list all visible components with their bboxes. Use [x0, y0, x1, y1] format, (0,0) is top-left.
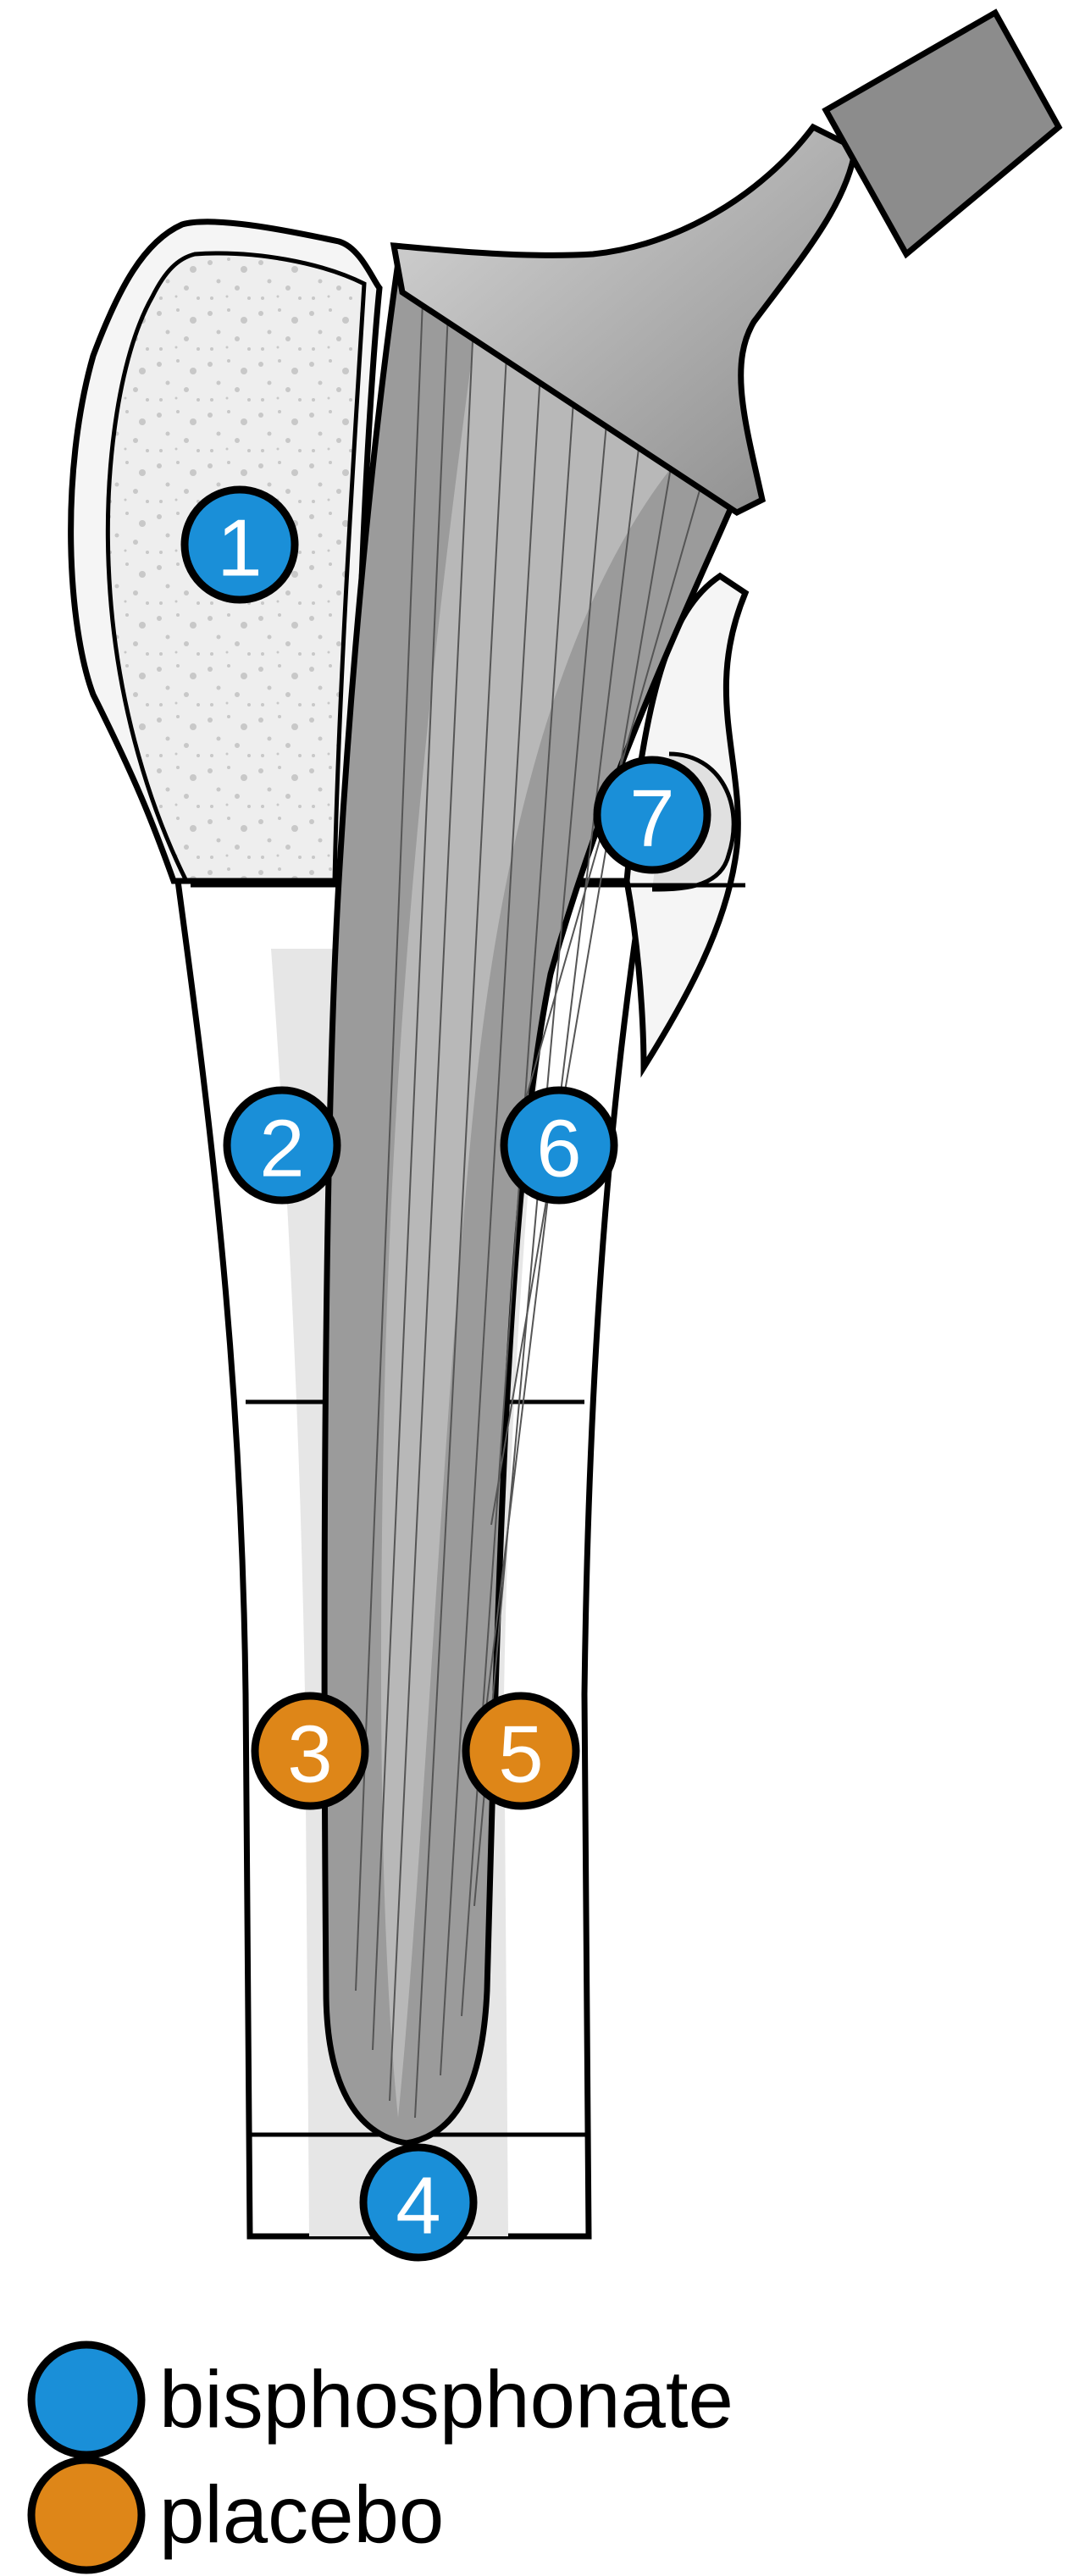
- zone-marker-3-circle: [251, 1692, 369, 1810]
- zone-marker-4: 4: [359, 2143, 478, 2262]
- zone-marker-4-circle: [359, 2143, 478, 2262]
- trunnion-head: [822, 8, 1063, 259]
- zone-marker-6-circle: [500, 1086, 618, 1205]
- zone-marker-3: 3: [251, 1692, 369, 1810]
- zone-marker-2: 2: [223, 1086, 341, 1205]
- zone-marker-1-circle: [180, 485, 299, 604]
- zone-marker-2-label: 2: [259, 1104, 304, 1194]
- legend-label-placebo: placebo: [159, 2470, 444, 2561]
- zone-marker-3-label: 3: [287, 1709, 332, 1800]
- legend: bisphosphonate placebo: [27, 2341, 733, 2574]
- zone-marker-5-label: 5: [498, 1709, 543, 1800]
- legend-swatch-bisphosphonate: [27, 2341, 146, 2459]
- zone-marker-6-label: 6: [536, 1104, 581, 1194]
- zone-marker-2-circle: [223, 1086, 341, 1205]
- zone-marker-4-label: 4: [396, 2161, 440, 2252]
- legend-swatch-placebo: [27, 2456, 146, 2574]
- zone-marker-5: 5: [462, 1692, 580, 1810]
- legend-item-placebo: placebo: [27, 2456, 444, 2574]
- zone-marker-5-circle: [462, 1692, 580, 1810]
- stem-highlight: [381, 339, 695, 2118]
- implant-neck: [390, 8, 1063, 517]
- zone-marker-7-circle: [593, 756, 711, 874]
- zone-marker-7-label: 7: [629, 773, 674, 864]
- legend-label-bisphosphonate: bisphosphonate: [159, 2355, 733, 2446]
- zone-marker-1: 1: [180, 485, 299, 604]
- zone-marker-7: 7: [593, 756, 711, 874]
- legend-item-bisphosphonate: bisphosphonate: [27, 2341, 733, 2459]
- zone-marker-1-label: 1: [217, 503, 262, 594]
- zone-marker-6: 6: [500, 1086, 618, 1205]
- neck-collar: [390, 123, 859, 517]
